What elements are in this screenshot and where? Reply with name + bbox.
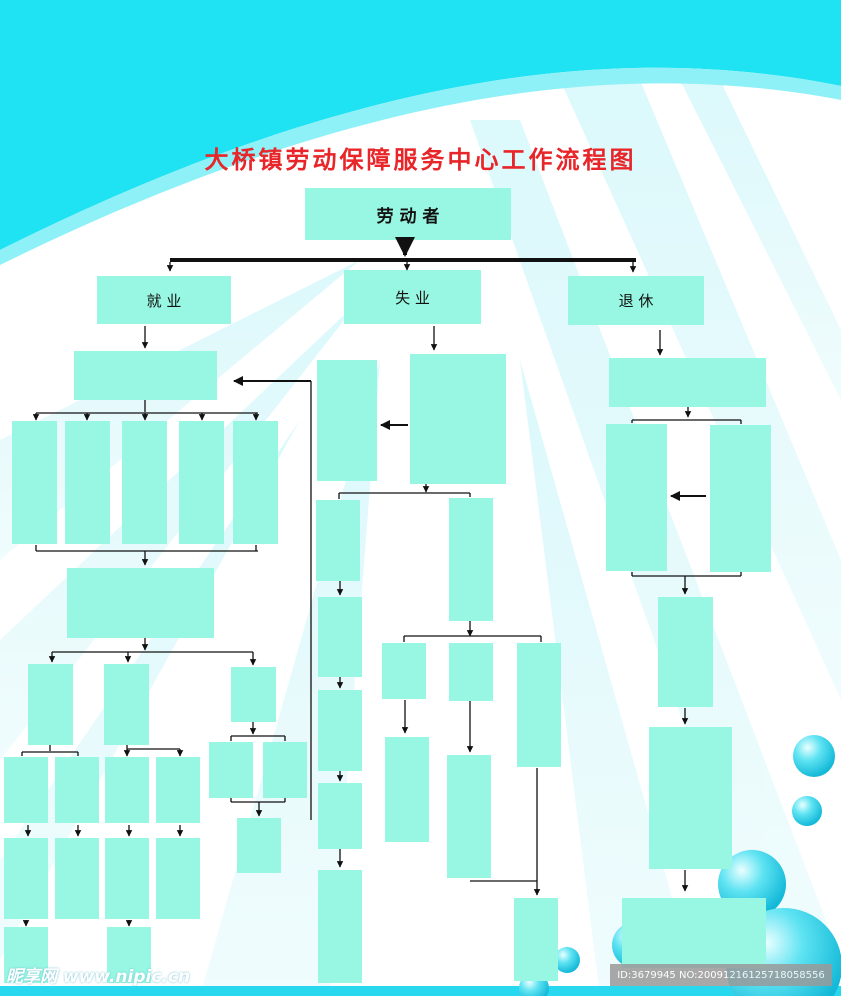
- top-wave-highlight: [0, 67, 841, 265]
- ret-step: [609, 358, 766, 407]
- emp-sub: [104, 664, 149, 745]
- unemp-sub: [447, 755, 491, 878]
- unemp-step: [318, 870, 362, 983]
- emp-sub: [231, 667, 276, 722]
- emp-leaf: [156, 757, 200, 823]
- unemp-step: [317, 360, 377, 481]
- unemp-sub: [382, 643, 426, 699]
- emp-leaf: [107, 927, 151, 983]
- node-employment-label: 就 业: [146, 291, 182, 310]
- node-root-label: 劳 动 者: [376, 206, 440, 227]
- chart-title: 大桥镇劳动保障服务中心工作流程图: [204, 145, 637, 174]
- emp-leaf: [4, 927, 48, 983]
- unemp-sub: [514, 898, 558, 981]
- watermark-logo: 昵享网 www.nipic.cn: [6, 967, 191, 987]
- node-unemployment-label: 失 业: [395, 288, 430, 307]
- ret-step: [606, 424, 667, 571]
- ret-step: [622, 898, 766, 968]
- emp-leaf: [55, 757, 99, 823]
- emp-leaf: [4, 757, 48, 823]
- emp-leaf: [105, 838, 149, 919]
- emp-leaf: [156, 838, 200, 919]
- emp-sub: [28, 664, 73, 745]
- emp-leaf: [209, 742, 253, 798]
- emp-step: [67, 568, 214, 638]
- unemp-sub: [517, 643, 561, 767]
- unemp-step: [449, 498, 493, 621]
- watermark-id: ID:3679945 NO:20091216125718058556: [610, 964, 832, 986]
- emp-leaf: [105, 757, 149, 823]
- emp-step: [74, 351, 217, 400]
- emp-option: [122, 421, 167, 544]
- emp-leaf: [263, 742, 307, 798]
- node-retirement-label: 退 休: [618, 292, 654, 310]
- ret-step: [658, 597, 713, 707]
- node-employment: [97, 276, 231, 324]
- emp-option: [12, 421, 57, 544]
- unemp-step: [318, 783, 362, 849]
- emp-leaf: [4, 838, 48, 919]
- unemp-step: [316, 500, 360, 581]
- node-retirement: [568, 276, 704, 325]
- unemp-sub: [385, 737, 429, 842]
- bottom-band: [0, 986, 841, 996]
- emp-leaf: [55, 838, 99, 919]
- emp-leaf: [237, 818, 281, 873]
- unemp-step: [318, 597, 362, 677]
- top-wave: [0, 0, 841, 250]
- node-unemployment: [344, 270, 481, 324]
- emp-option: [233, 421, 278, 544]
- emp-option: [179, 421, 224, 544]
- node-root: [305, 188, 511, 240]
- ret-step: [649, 727, 732, 869]
- ret-step: [710, 425, 771, 572]
- unemp-step: [318, 690, 362, 771]
- emp-option: [65, 421, 110, 544]
- unemp-step: [410, 354, 506, 484]
- unemp-sub: [449, 643, 493, 701]
